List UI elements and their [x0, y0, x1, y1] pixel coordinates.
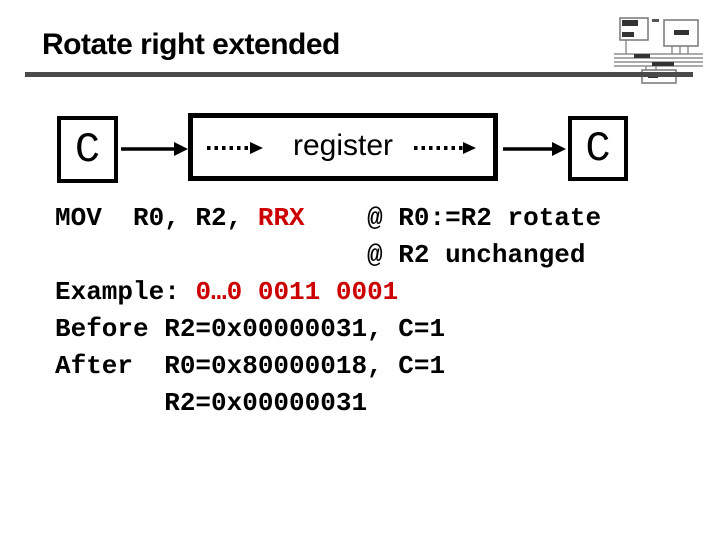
- code-line: Before R2=0x00000031, C=1: [55, 313, 445, 345]
- code-segment-highlight: RRX: [257, 203, 305, 233]
- title-divider: [25, 72, 693, 77]
- code-segment: Example:: [55, 277, 196, 307]
- page-title: Rotate right extended: [42, 28, 340, 61]
- code-segment: MOV R0, R2,: [55, 203, 258, 233]
- code-line: @ R2 unchanged: [55, 239, 586, 271]
- code-segment: Before R2=0x00000031, C=1: [55, 314, 446, 344]
- carry-out-label: C: [585, 124, 611, 173]
- carry-in-box: C: [57, 116, 118, 183]
- register-box: register: [188, 113, 498, 181]
- code-segment: @ R0:=R2 rotate: [304, 203, 602, 233]
- code-line: MOV R0, R2, RRX @ R0:=R2 rotate: [55, 202, 601, 234]
- code-segment: After R0=0x80000018, C=1: [55, 351, 446, 381]
- code-segment: @ R2 unchanged: [55, 240, 586, 270]
- code-segment-highlight: 0…0 0011 0001: [195, 277, 399, 307]
- carry-out-box: C: [568, 116, 628, 181]
- carry-in-label: C: [74, 125, 101, 174]
- code-line: Example: 0…0 0011 0001: [55, 276, 398, 308]
- code-line: R2=0x00000031: [55, 387, 367, 419]
- code-segment: R2=0x00000031: [55, 388, 368, 418]
- register-label: register: [292, 128, 394, 162]
- code-line: After R0=0x80000018, C=1: [55, 350, 445, 382]
